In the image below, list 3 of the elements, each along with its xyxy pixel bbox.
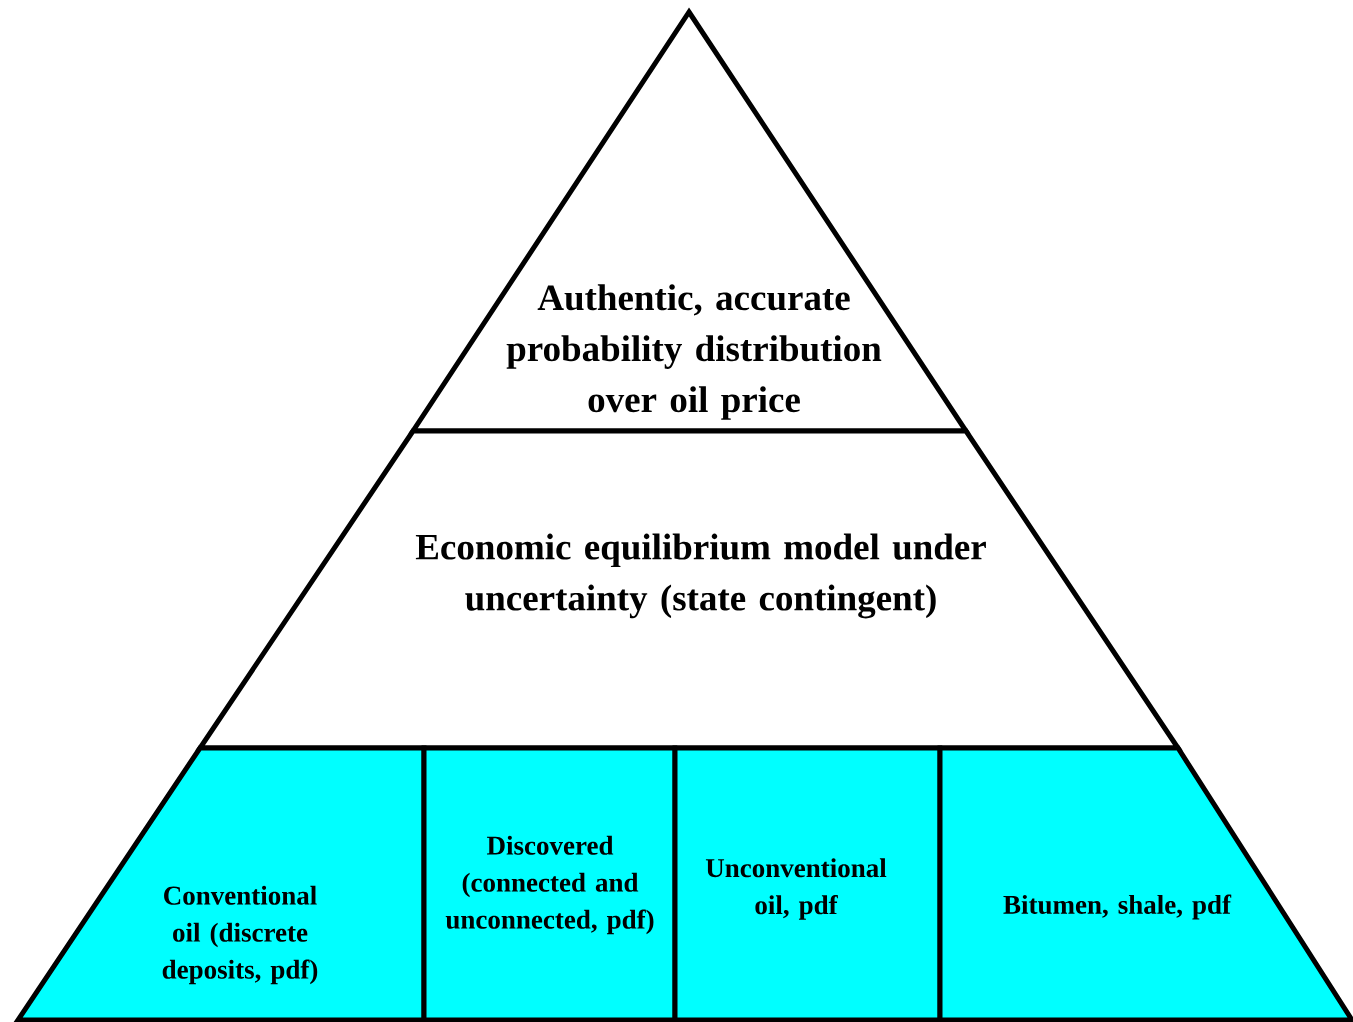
pyramid-cell: Unconventional oil, pdf (672, 745, 943, 1022)
pyramid-cell: Discovered (connected and unconnected, pdf) (421, 745, 678, 1022)
pyramid-cell: Bitumen, shale, pdf (937, 745, 1353, 1022)
